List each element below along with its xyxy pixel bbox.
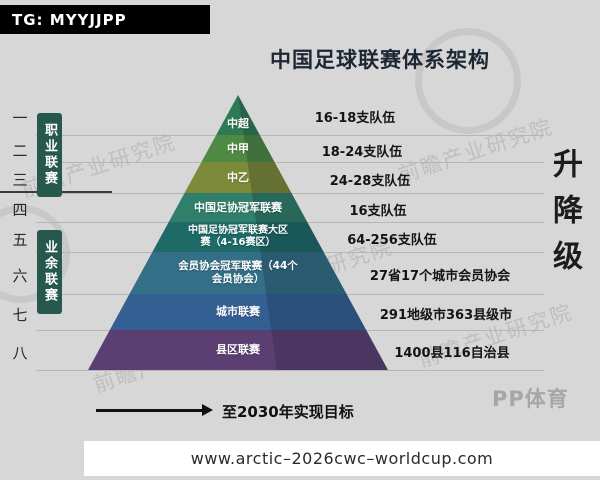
tier-detail-7: 291地级市363县级市 <box>379 308 513 323</box>
url-text: www.arctic–2026cwc–worldcup.com <box>190 449 494 468</box>
tier-number-6: 六 <box>12 267 28 285</box>
tier-detail-6: 27省17个城市会员协会 <box>369 269 511 284</box>
tier-label: 城市联赛 <box>216 305 260 319</box>
goal-arrow-head-icon <box>202 404 213 416</box>
pyramid-tier-6: 会员协会冠军联赛（44个会员协会） <box>88 252 388 294</box>
tier-number-8: 八 <box>12 344 28 362</box>
tier-detail-5: 64-256支队伍 <box>347 233 437 248</box>
tier-label: 县区联赛 <box>216 343 260 357</box>
tier-label: 中超 <box>227 117 249 131</box>
tier-label: 中国足协冠军联赛大区赛（4-16赛区） <box>188 224 288 249</box>
tg-badge: TG: MYYJJPP <box>0 5 210 34</box>
tier-detail-4: 16支队伍 <box>349 204 407 219</box>
league-pyramid: 中超 中甲 中乙 中国足协冠军联赛 中国足协冠军联赛大区赛（4-16赛区） 会员… <box>88 95 388 370</box>
level-divider <box>36 162 544 163</box>
tier-number-5: 五 <box>12 231 28 249</box>
pyramid-tier-7: 城市联赛 <box>88 294 388 330</box>
tier-number-7: 七 <box>12 306 28 324</box>
level-divider <box>36 135 544 136</box>
tier-detail-2: 18-24支队伍 <box>321 145 403 160</box>
tier-detail-3: 24-28支队伍 <box>329 174 411 189</box>
level-divider <box>36 370 544 371</box>
goal-arrow <box>96 409 202 412</box>
pyramid-tier-8: 县区联赛 <box>88 330 388 370</box>
goal-text: 至2030年实现目标 <box>222 403 354 421</box>
tier-number-3: 三 <box>12 171 28 189</box>
pp-sports-logo: PP体育 <box>492 387 569 411</box>
tier-label: 会员协会冠军联赛（44个会员协会） <box>178 259 298 285</box>
promotion-relegation-label: 升降级 <box>547 148 582 286</box>
tier-detail-1: 16-18支队伍 <box>314 111 396 126</box>
tier-label: 中国足协冠军联赛 <box>194 200 282 214</box>
watermark-text: 前瞻产业研究院 <box>395 114 557 188</box>
tier-number-4: 四 <box>12 201 28 219</box>
chart-title: 中国足球联赛体系架构 <box>270 48 490 72</box>
group-professional-leagues: 职业联赛 <box>37 113 62 197</box>
group-label: 职业联赛 <box>42 123 57 187</box>
pyramid-tier-5: 中国足协冠军联赛大区赛（4-16赛区） <box>88 222 388 252</box>
tier-label: 中乙 <box>227 170 249 184</box>
tier-label: 中甲 <box>227 141 249 155</box>
group-label: 业余联赛 <box>42 240 57 304</box>
url-watermark-bar: www.arctic–2026cwc–worldcup.com <box>84 441 600 476</box>
group-amateur-leagues: 业余联赛 <box>37 230 62 314</box>
pyramid-tier-4: 中国足协冠军联赛 <box>88 193 388 222</box>
tier-detail-8: 1400县116自治县 <box>394 346 510 361</box>
tier-number-2: 二 <box>12 142 28 160</box>
tier-number-1: 一 <box>12 109 28 127</box>
